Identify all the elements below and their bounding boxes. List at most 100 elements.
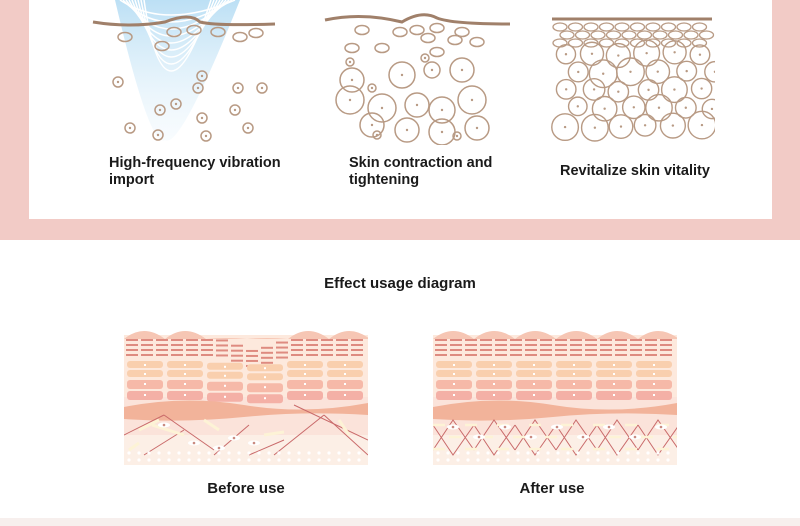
cell-nucleus	[613, 394, 615, 396]
basal-membrane	[124, 400, 368, 421]
stratum-line	[525, 354, 537, 356]
skin-surface-line	[92, 15, 276, 27]
cell-icon	[449, 57, 475, 83]
cell-dot	[400, 73, 404, 77]
stratum-line	[336, 354, 348, 356]
fat-dot	[526, 451, 530, 455]
cell-nucleus	[264, 386, 266, 389]
collagen-fiber	[514, 419, 557, 456]
fat-dot	[287, 458, 291, 462]
cell-icon	[117, 31, 133, 43]
cell-icon	[598, 22, 615, 32]
cell-nucleus	[453, 383, 455, 385]
fat-dot	[287, 451, 291, 455]
fat-dot	[217, 451, 221, 455]
stratum-line	[156, 339, 168, 341]
cell-nucleus	[653, 383, 655, 385]
stratum-line	[660, 344, 672, 346]
fibroblast-nucleus	[633, 435, 637, 439]
fat-dot	[237, 451, 241, 455]
fat-dot	[506, 451, 510, 455]
fat-dot	[317, 451, 321, 455]
cell-nucleus	[533, 394, 535, 396]
cell-dot	[673, 51, 676, 54]
collagen-fiber	[293, 404, 368, 441]
fat-dot	[436, 458, 440, 462]
stratum-line	[630, 349, 642, 351]
stratum-line	[615, 339, 627, 341]
fat-dot	[626, 458, 630, 462]
cell-nucleus	[493, 364, 495, 366]
fat-dot	[297, 458, 301, 462]
stratum-line	[126, 354, 138, 356]
fat-dot	[207, 451, 211, 455]
cell-icon	[452, 131, 462, 141]
cell-dot	[563, 125, 567, 129]
stratum-line	[231, 359, 243, 362]
cell-icon	[676, 38, 692, 48]
cell-dot	[564, 88, 568, 91]
cell-dot	[370, 123, 374, 127]
fat-dot	[606, 458, 610, 462]
fat-dot	[257, 458, 261, 462]
stratum-line	[615, 349, 627, 351]
stratum-line	[480, 349, 492, 351]
fat-dot	[636, 451, 640, 455]
cell-dot	[204, 134, 208, 138]
elastin-fiber	[128, 441, 140, 452]
before-use-label: Before use	[207, 480, 285, 497]
collagen-fiber	[596, 419, 639, 456]
cell-icon	[652, 30, 668, 40]
caption-line: Skin contraction and	[349, 155, 493, 171]
stratum-line	[555, 349, 567, 351]
cell-dot	[415, 103, 419, 107]
cell-dot	[632, 106, 636, 109]
stratum-line	[510, 339, 522, 341]
cell-dot	[348, 60, 352, 64]
stratum-line	[171, 354, 183, 356]
fibroblast-nucleus	[555, 425, 559, 429]
feature-caption-contraction: Skin contraction and tightening	[349, 155, 492, 189]
fat-dot	[466, 458, 470, 462]
stratum-line	[600, 339, 612, 341]
stratum-line	[465, 349, 477, 351]
fat-dot	[217, 458, 221, 462]
fibroblast-nucleus	[232, 436, 236, 440]
fat-dot	[496, 451, 500, 455]
cell-icon	[608, 114, 634, 140]
cell-nucleus	[144, 364, 146, 366]
fat-dot	[446, 451, 450, 455]
stratum-line	[585, 344, 597, 346]
skin-bump	[433, 331, 474, 339]
cell-icon	[454, 26, 470, 38]
fat-dot	[227, 458, 231, 462]
stratum-line	[660, 339, 672, 341]
stratum-line	[306, 354, 318, 356]
cell-dot	[647, 88, 650, 92]
stratum-line	[540, 354, 552, 356]
fat-dot	[576, 458, 580, 462]
cell-icon	[232, 82, 244, 94]
stratum-line	[336, 339, 348, 341]
cell-icon	[629, 38, 646, 48]
cell-dot	[440, 130, 444, 134]
cell-icon	[676, 60, 698, 82]
skin-vitality-illustration	[551, 17, 715, 142]
stratum-line	[570, 349, 582, 351]
cell-icon	[551, 113, 580, 142]
skin-bump	[247, 338, 288, 339]
cell-nucleus	[344, 364, 346, 366]
cell-dot	[455, 134, 459, 138]
feature-caption-vibration: High-frequency vibration import	[109, 155, 281, 189]
stratum-line	[321, 344, 333, 346]
fat-dot	[616, 451, 620, 455]
cell-dot	[656, 70, 659, 73]
cell-icon	[555, 43, 577, 65]
stratum-line	[336, 349, 348, 351]
fat-dot	[506, 458, 510, 462]
cell-nucleus	[573, 383, 575, 385]
cell-icon	[616, 57, 645, 87]
cell-icon	[152, 129, 164, 141]
cell-dot	[629, 70, 632, 73]
cell-nucleus	[573, 373, 575, 375]
